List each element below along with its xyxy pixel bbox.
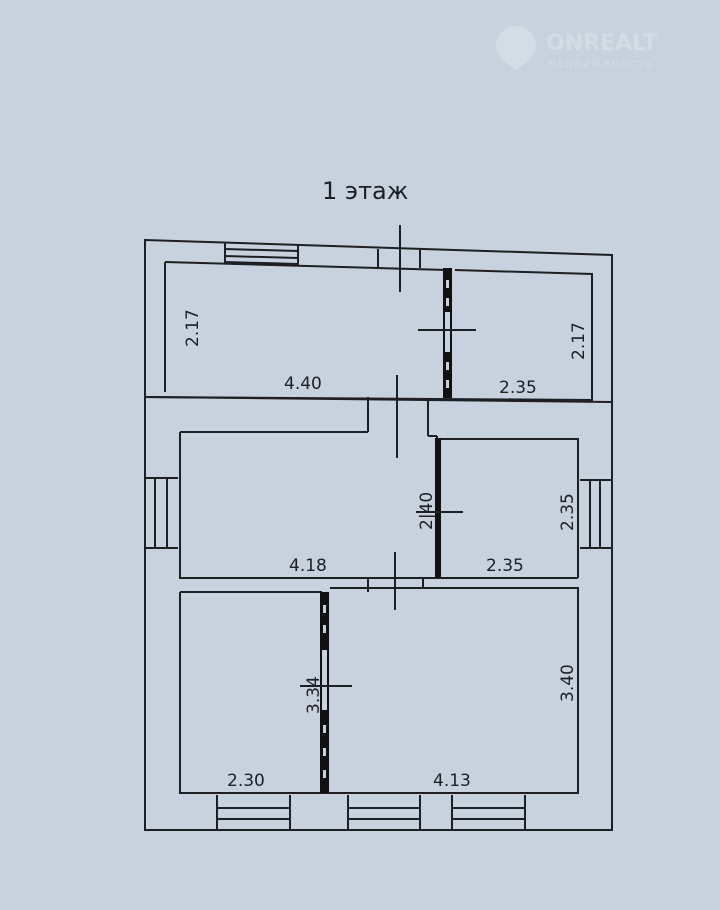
windows [145,242,612,830]
partition-bottom [320,592,329,793]
dim-mid-right-width: 2.35 [486,556,524,576]
dimension-labels: 2.17 4.40 2.17 2.35 2|40 4.18 2.35 2.35 … [183,309,589,791]
dim-bottom-left-width: 2.30 [227,771,265,791]
dim-bottom-right-height: 3.40 [558,664,578,702]
dim-top-right-width: 2.35 [499,378,537,398]
dim-mid-left-height: 2|40 [417,492,437,530]
dim-top-right-height: 2.17 [569,322,589,360]
watermark-tagline: НЕДВИЖИМОСТЬ [549,60,655,70]
dim-top-left-height: 2.17 [183,309,203,347]
dim-bottom-right-width: 4.13 [433,771,471,791]
floor-title: 1 этаж [322,177,408,205]
watermark-logo: ONREALT НЕДВИЖИМОСТЬ [496,26,658,70]
watermark-brand: ONREALT [546,31,658,56]
dim-mid-right-height: 2.35 [558,493,578,531]
partition-top [443,268,452,398]
dim-top-left-width: 4.40 [284,374,322,394]
axis-marks [300,225,476,687]
dim-bottom-left-height: 3.34 [304,676,324,714]
partition-middle [435,438,441,578]
dim-mid-left-width: 4.18 [289,556,327,576]
walls [144,238,613,831]
